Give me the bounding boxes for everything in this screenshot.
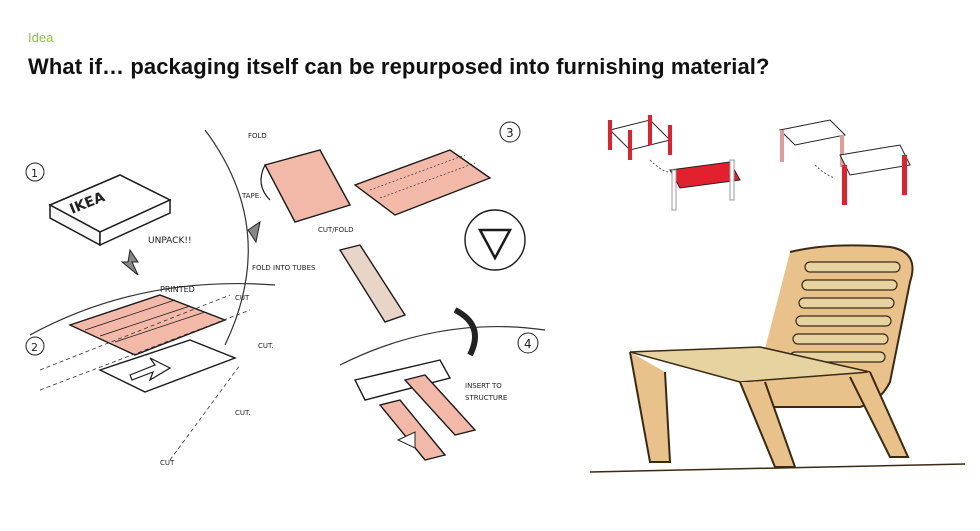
cut-label-3: CUT. [235,409,251,417]
cut-label-2: CUT. [258,342,274,350]
cut-label-1: CUT [235,294,250,302]
cut-fold-label: CUT/FOLD [318,226,353,234]
folded-panel-icon [260,149,352,223]
left-arrow-icon [396,431,416,449]
down-arrow-icon [120,248,139,276]
cut-label-4: CUT [160,459,175,467]
unpack-label: UNPACK!! [148,236,192,246]
tube-section-icon [464,209,526,271]
ikea-box-icon: IKEA [48,174,172,247]
structure-beam-icon [353,359,452,401]
page-title: What if… packaging itself can be repurpo… [28,54,770,79]
table-leg-swap-sketch [590,110,930,220]
up-arrow-icon [247,220,261,244]
step-3-number: 3 [506,126,514,140]
curved-arrow-icon [453,307,478,357]
structure-label: STRUCTURE [465,394,507,402]
fold-label: FOLD [248,132,267,140]
process-sketch-drawing: 1 2 3 4 IKEA UNPACK!! PRINTED CUT CU [25,121,546,467]
flat-sheet-icon [68,294,237,393]
chair-drawing [589,244,966,473]
tube-icon [338,244,407,323]
step-4-number: 4 [524,337,532,351]
insert-to-label: INSERT TO [465,382,502,390]
step-1-number: 1 [31,167,38,180]
step-2-number: 2 [31,341,38,354]
process-sketch: 1 2 3 4 IKEA UNPACK!! PRINTED CUT CU [20,110,580,510]
table-leg-swap-drawing [608,115,911,211]
printed-label: PRINTED [160,285,195,294]
fold-into-tubes-label: FOLD INTO TUBES [252,264,316,272]
tape-label: TAPE. [241,192,261,200]
eyebrow-label: Idea [28,30,54,45]
chair-sketch [589,232,966,492]
